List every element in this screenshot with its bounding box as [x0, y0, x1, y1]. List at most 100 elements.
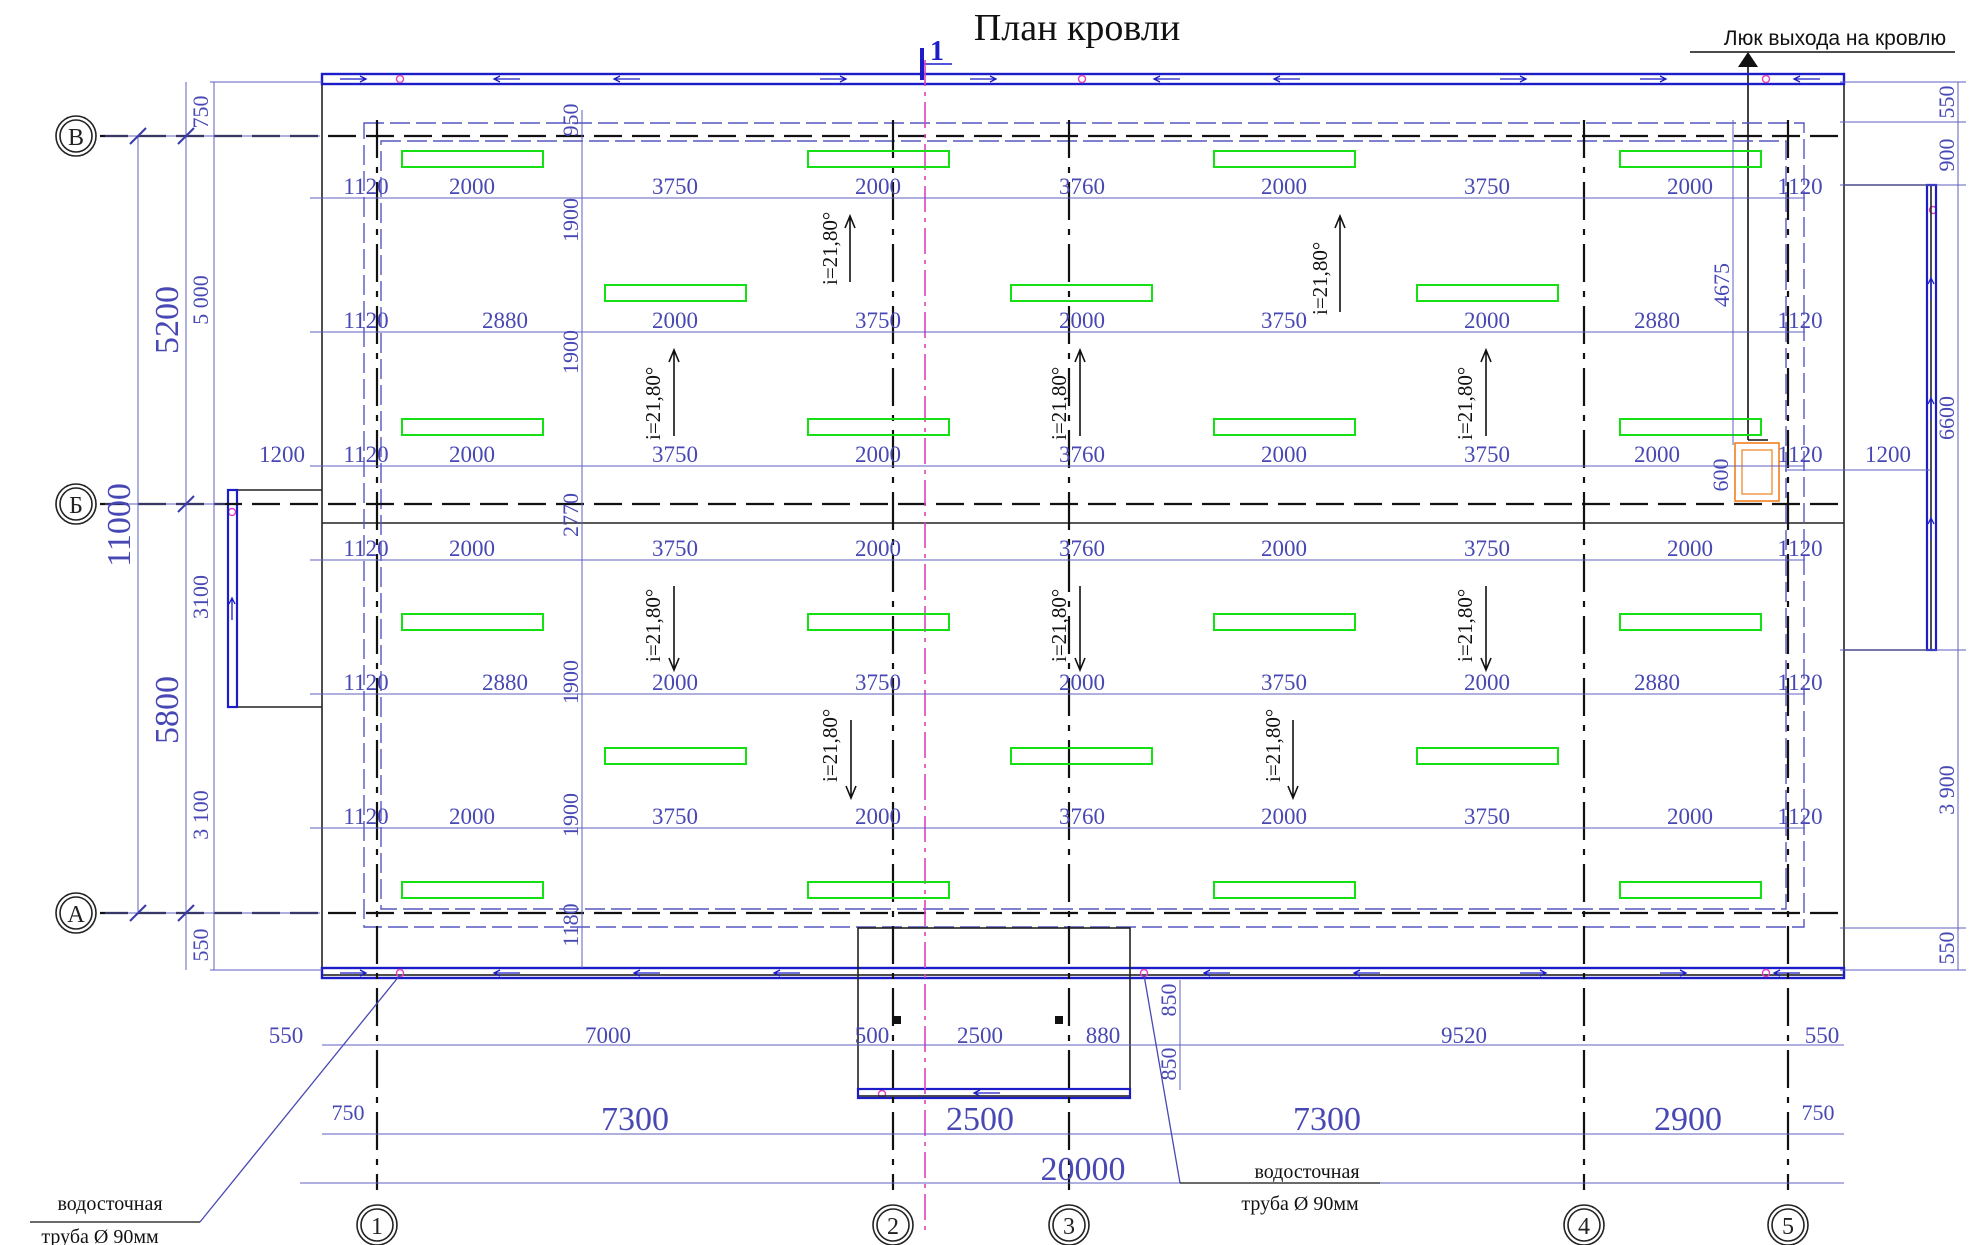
axis-label: 5: [1782, 1214, 1794, 1240]
dim-row-5: 1120 2880 2000 3750 2000 3750 2000 2880 …: [343, 670, 1822, 695]
slope-up: i=21,80°: [641, 347, 680, 440]
dim-text: 7300: [601, 1101, 669, 1138]
dim-row-1: 1120 2000 3750 2000 3760 2000 3750 2000 …: [343, 174, 1822, 199]
axis-label: Б: [69, 493, 83, 519]
dim-text: 550: [1805, 1023, 1840, 1048]
column-axis-bubbles: 1 2 3 4 5: [356, 1204, 1809, 1245]
dim-text: 3750: [652, 174, 698, 199]
dim-text: 2880: [482, 670, 528, 695]
drawing-title: План кровли: [974, 7, 1180, 49]
dim-text: 3760: [1059, 804, 1105, 829]
dim-text: 6600: [1934, 396, 1959, 440]
svg-text:i=21,80°: i=21,80°: [641, 367, 665, 440]
dim-text: 2000: [652, 308, 698, 333]
row-axis-bubbles: В Б А: [55, 115, 97, 934]
svg-text:труба Ø 90мм: труба Ø 90мм: [1241, 1193, 1359, 1215]
right-dimensions: 550 900 6600 3 900 550 1200: [1785, 81, 1966, 971]
dim-row-6: 1120 2000 3750 2000 3760 2000 3750 2000 …: [343, 804, 1822, 829]
dim-text: 5 000: [188, 275, 213, 325]
axis-label: 1: [371, 1214, 383, 1240]
svg-text:водосточная: водосточная: [57, 1193, 162, 1215]
svg-text:1: 1: [930, 36, 944, 67]
dim-text: 750: [332, 1100, 365, 1125]
dim-text: 1120: [343, 174, 388, 199]
svg-text:i=21,80°: i=21,80°: [818, 709, 842, 782]
inner-dim-lines: [310, 110, 1805, 968]
svg-text:i=21,80°: i=21,80°: [1047, 589, 1071, 662]
dim-text: 2000: [449, 536, 495, 561]
downpipe-note-right: водосточная труба Ø 90мм: [1143, 974, 1380, 1215]
slope-up: i=21,80°: [1308, 213, 1346, 315]
dim-text: 1200: [259, 442, 305, 467]
dim-text: 2000: [855, 804, 901, 829]
dim-text: 1120: [1777, 804, 1822, 829]
dim-text: 2880: [1634, 670, 1680, 695]
dim-text: 2000: [1059, 308, 1105, 333]
dim-text: 950: [558, 104, 583, 137]
dim-text: 4675: [1709, 263, 1734, 307]
dim-text: 1200: [1865, 442, 1911, 467]
dim-text: 3750: [855, 308, 901, 333]
dim-text: 3750: [652, 804, 698, 829]
dim-text: 5800: [149, 676, 186, 744]
gutters: [227, 72, 1938, 1099]
dim-text: 2000: [1464, 670, 1510, 695]
building-outline: [321, 73, 1845, 976]
dim-text: 3100: [188, 575, 213, 619]
dim-text: 2000: [1634, 442, 1680, 467]
dim-text: 3 900: [1934, 765, 1959, 815]
svg-text:i=21,80°: i=21,80°: [1261, 709, 1285, 782]
dim-text: 3760: [1059, 174, 1105, 199]
dim-text: 2000: [1261, 174, 1307, 199]
dim-text: 500: [855, 1023, 890, 1048]
dim-text: 1120: [343, 308, 388, 333]
dim-text: 3750: [652, 536, 698, 561]
dim-text: 3750: [1464, 442, 1510, 467]
dim-row-3: 1120 2000 3750 2000 3760 2000 3750 2000 …: [343, 442, 1822, 467]
dim-text: 1120: [1777, 308, 1822, 333]
dim-text: 2880: [1634, 308, 1680, 333]
dim-text: 2000: [1261, 804, 1307, 829]
dim-text: 550: [269, 1023, 304, 1048]
dim-text: 2000: [1667, 536, 1713, 561]
svg-text:i=21,80°: i=21,80°: [1047, 367, 1071, 440]
slope-down: i=21,80°: [818, 709, 857, 801]
svg-text:i=21,80°: i=21,80°: [1308, 242, 1332, 315]
dim-text: 9520: [1441, 1023, 1487, 1048]
dim-text: 2880: [482, 308, 528, 333]
dim-text: 550: [188, 929, 213, 962]
dim-text: 550: [1934, 86, 1959, 119]
inner-vertical-dims: 950 1900 1900 2770 1900 1900 1180 4675 6…: [558, 104, 1734, 947]
left-dimensions: 5200 11000 5800 750 5 000 3100 3 100 550…: [101, 81, 322, 971]
dim-text: 3750: [1261, 308, 1307, 333]
slope-up: i=21,80°: [1453, 347, 1492, 440]
slope-down: i=21,80°: [1261, 709, 1299, 801]
bottom-dimensions: 550 7000 500 2500 880 9520 550 850 850 7…: [269, 980, 1844, 1188]
dim-text: 2000: [1059, 670, 1105, 695]
dim-text: 1900: [558, 330, 583, 374]
dim-text: 3750: [1261, 670, 1307, 695]
axis-label: 2: [887, 1214, 899, 1240]
dim-text: 2000: [1667, 804, 1713, 829]
dim-text: 850: [1156, 984, 1181, 1017]
svg-text:i=21,80°: i=21,80°: [1453, 367, 1477, 440]
dim-text: 1120: [343, 442, 388, 467]
dim-text: 1120: [343, 804, 388, 829]
solar-panels: [401, 150, 1762, 899]
dim-text: 2000: [1464, 308, 1510, 333]
dim-text: 2000: [449, 174, 495, 199]
axis-label: 4: [1578, 1214, 1590, 1240]
svg-text:i=21,80°: i=21,80°: [641, 589, 665, 662]
slope-down: i=21,80°: [1453, 586, 1492, 673]
hatch-label-leader: Люк выхода на кровлю: [1690, 27, 1955, 441]
dim-text: 2000: [1261, 442, 1307, 467]
dim-text: 2000: [855, 442, 901, 467]
dim-text: 1120: [1777, 670, 1822, 695]
dim-text: 900: [1934, 139, 1959, 172]
dim-text: 600: [1708, 459, 1733, 492]
dim-text: 2900: [1654, 1101, 1722, 1138]
slope-down: i=21,80°: [1047, 586, 1086, 673]
dim-text: 3760: [1059, 442, 1105, 467]
dim-text: 1120: [343, 536, 388, 561]
svg-text:водосточная: водосточная: [1254, 1161, 1359, 1183]
